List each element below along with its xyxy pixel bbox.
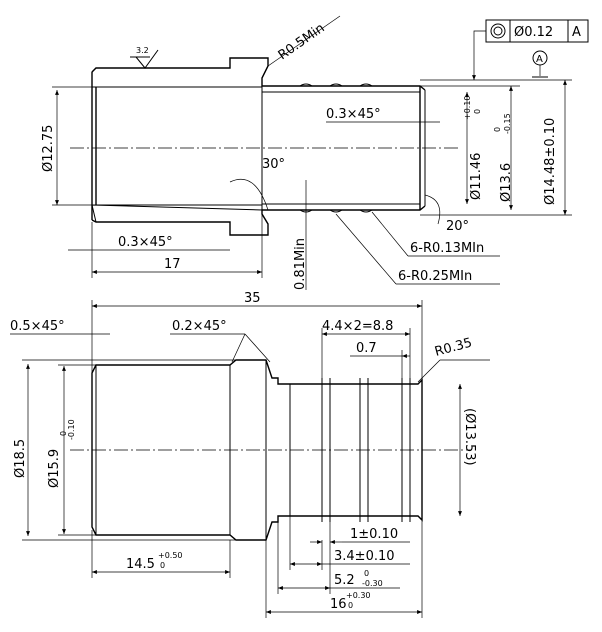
groove-r013: 6-R0.13MIn [410,241,484,256]
outer-profile-bottom [91,205,426,236]
dim-159: Ø15.9 [47,449,62,488]
dim-159-upper: 0 [59,431,68,436]
radius-035-leader [417,359,441,383]
min-081: 0.81Min [293,238,308,290]
dim-17: 17 [164,257,181,272]
datum-label: A [536,54,543,65]
dim-pitch: 4.4×2=8.8 [322,319,393,334]
chamfer-05: 0.5×45° [10,319,65,334]
lower-wall-hatch [91,203,421,236]
angle-30-arc [229,178,269,211]
dim-136-lower: -0.15 [503,113,512,134]
exterior-dimensions: 35 0.5×45° 0.2×45° 4.4×2=8.8 0.7 R0.35 Ø… [10,291,490,618]
dim-185: Ø18.5 [13,439,28,478]
concentricity-icon-inner [493,26,503,36]
dim-159-lower: -0.10 [67,419,76,440]
dim-1: 1±0.10 [350,527,398,542]
concentricity-icon-outer [490,23,506,39]
gdt-datum: A [572,25,581,40]
gdt-leader [472,30,486,80]
outer-profile-top [91,57,426,91]
dim-136-upper: 0 [493,127,502,132]
dim-1146: Ø11.46 [469,153,484,200]
section-dimensions: 3.2 R0.5Min Ø12.75 0.3×45° Ø11.46 +0.10 … [41,15,589,290]
dim-136: Ø13.6 [499,163,514,202]
dim-16: 16 [330,597,347,612]
dim-1146-upper: +0.10 [463,95,472,120]
surface-finish-symbol [130,49,159,69]
surface-finish-value: 3.2 [136,46,149,55]
dim-145-lower: 0 [160,561,165,570]
exterior-view [70,359,470,541]
dim-1353: (Ø13.53) [462,408,477,466]
groove-r013-leader [371,211,409,257]
section-view [70,57,460,236]
dim-16-upper: +0.30 [346,591,371,600]
gdt-tolerance: Ø0.12 [514,25,553,40]
chamfer-02: 0.2×45° [172,319,227,334]
chamfer-inner: 0.3×45° [326,107,381,122]
chamfer-left: 0.3×45° [118,235,173,250]
dim-1146-lower: 0 [473,109,482,114]
dim-16-lower: 0 [348,601,353,610]
dim-52: 5.2 [334,573,355,588]
dim-145: 14.5 [126,557,155,572]
dim-34: 3.4±0.10 [334,549,395,564]
dim-1448: Ø14.48±0.10 [543,118,558,205]
groove-top [299,83,373,87]
groove-r025: 6-R0.25MIn [398,269,472,284]
radius-note: R0.5Min [276,21,328,64]
radius-leader [267,15,341,67]
dim-07: 0.7 [356,341,377,356]
angle-30: 30° [262,157,285,172]
dim-dia-bore: Ø12.75 [41,125,56,172]
angle-20: 20° [446,219,469,234]
dim-35: 35 [244,291,261,306]
chamfer-02-leader-a [231,333,246,363]
dim-145-upper: +0.50 [158,551,183,560]
dim-52-lower: -0.30 [362,579,383,588]
radius-035: R0.35 [433,336,474,360]
angle-20-arc [424,194,441,225]
groove-r025-leader [335,213,397,285]
chamfer-02-leader-b [244,333,271,363]
dim-52-upper: 0 [364,569,369,578]
